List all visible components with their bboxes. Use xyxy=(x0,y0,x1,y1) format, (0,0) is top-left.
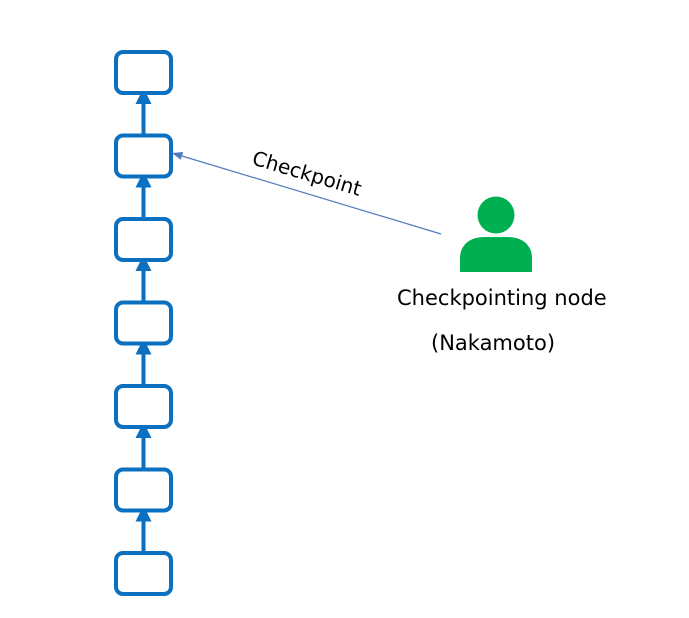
checkpoint-label: Checkpoint xyxy=(250,146,365,201)
chain-block xyxy=(114,384,173,429)
checkpoint-arrow-line xyxy=(181,155,442,235)
checkpointing-node-label: Checkpointing node xyxy=(397,286,607,310)
chain-block xyxy=(114,467,173,513)
person-icon xyxy=(460,196,532,272)
chain-block xyxy=(114,217,173,262)
checkpoint-arrow xyxy=(172,152,442,235)
chain-block xyxy=(114,133,173,179)
chain-block xyxy=(114,50,173,95)
person-head xyxy=(477,196,515,234)
checkpoint-arrow-head xyxy=(172,152,184,160)
chain-block xyxy=(114,300,173,346)
checkpointing-node-sublabel: (Nakamoto) xyxy=(431,331,556,355)
block-chain xyxy=(114,50,173,596)
chain-block xyxy=(114,551,173,596)
person-body xyxy=(460,237,532,272)
